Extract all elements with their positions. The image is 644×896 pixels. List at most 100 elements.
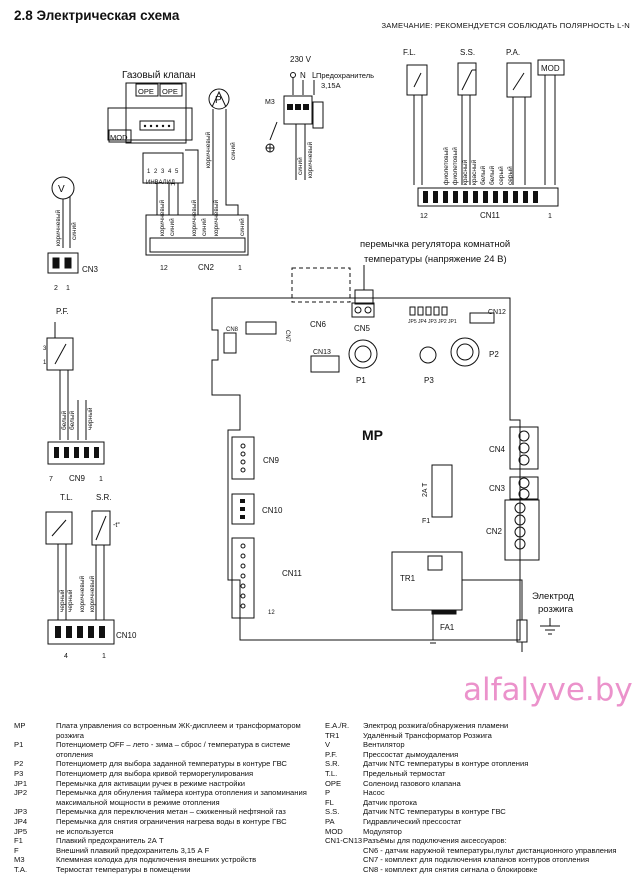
- cn10-board-label: CN10: [262, 506, 283, 515]
- fan-wire-blue: синий: [70, 222, 78, 240]
- legend-description: Вентилятор: [363, 740, 405, 750]
- cn6-label: CN6: [310, 320, 327, 329]
- legend-key: P1: [14, 740, 24, 750]
- inv-pin-4: 4: [168, 169, 172, 175]
- ope-box-1: [135, 83, 159, 97]
- watermark: alfalyve.by: [463, 672, 633, 708]
- legend-key: P: [325, 788, 331, 798]
- cn2-pin-1: 1: [238, 265, 242, 272]
- gas-valve-label: Газовый клапан: [122, 70, 196, 81]
- cn8-label: CN8: [226, 327, 239, 333]
- pf-pin-1: 1: [43, 360, 47, 366]
- mod-box-valve: [108, 129, 132, 143]
- legend-key: T.A.: [14, 864, 28, 874]
- cn11-wire-white-2: белый: [488, 165, 496, 185]
- legend-key: MP: [14, 721, 26, 730]
- tl-wire-black-2: черный: [66, 589, 74, 612]
- mod-label-valve: MOD: [110, 133, 128, 142]
- gas-valve: [125, 82, 187, 144]
- cn7-label: CN7: [284, 330, 290, 343]
- cn3-label: CN3: [82, 265, 99, 274]
- legend-key: S.S.: [325, 807, 340, 817]
- jumper-label-line1: перемычка регулятора комнатной: [360, 239, 510, 250]
- cn2-label: CN2: [198, 263, 215, 272]
- wiring-diagram: Газовый клапан OPE OPE MOD ИНВАЛИД 1 2 3…: [43, 48, 574, 660]
- cn2-wire-5: коричневый: [212, 200, 220, 236]
- cn11-wire-red-1: красный: [461, 159, 469, 185]
- inv-pin-2: 2: [154, 169, 158, 175]
- cn11-wire-violet-2: фиолетовый: [451, 147, 459, 185]
- cn11-wire-red-2: красный: [470, 159, 478, 185]
- legend-key: S.R.: [325, 759, 340, 769]
- legend-key: OPE: [325, 778, 342, 788]
- ope-box-2: [159, 83, 183, 97]
- ss-label: S.S.: [460, 48, 475, 57]
- legend-row: T.A. Термостат температуры в помещении: [14, 865, 310, 875]
- cn11-wire-grey-1: серый: [497, 166, 505, 185]
- legend-description: Предельный термостат: [363, 768, 446, 778]
- f1-label: F1: [422, 518, 430, 525]
- pump-symbol: [208, 88, 230, 110]
- legend-key: F: [14, 845, 19, 855]
- cn9-pin-7: 7: [49, 476, 53, 483]
- cn11-top-pin-1: 1: [548, 213, 552, 220]
- legend-description: Электрод розжига/обнаружения пламени: [363, 721, 509, 730]
- legend-description: Потенциометр OFF – лето - зима – сброс /…: [56, 740, 291, 759]
- p2-label: P2: [489, 350, 499, 359]
- cn13-label: CN13: [313, 349, 331, 356]
- cn11-top-label: CN11: [480, 211, 500, 220]
- potentiometer-p3[interactable]: [419, 346, 437, 364]
- power-wire-brown: коричневый: [306, 142, 314, 178]
- inv-connector: [142, 152, 184, 184]
- cn10-pin-4: 4: [64, 653, 68, 660]
- cn10-pin-1: 1: [102, 653, 106, 660]
- pump-wire-brown: коричневый: [204, 132, 212, 168]
- legend-key: F1: [14, 836, 23, 846]
- cn2-wire-6: синий: [238, 218, 246, 236]
- cn11-top-pin-12: 12: [420, 213, 428, 220]
- ntc-symbol-label: -t°: [113, 521, 120, 529]
- cn13-connector: [310, 355, 340, 373]
- potentiometer-p1[interactable]: [348, 339, 378, 369]
- power-wire-blue: синий: [296, 157, 304, 175]
- legend-key: JP4: [14, 816, 28, 826]
- inv-pin-3: 3: [161, 169, 165, 175]
- legend-description: Термостат температуры в помещении: [56, 864, 191, 874]
- cn9-connector: [47, 441, 105, 465]
- sr-label: S.R.: [96, 493, 112, 502]
- cn11-board-pin-12: 12: [268, 610, 275, 616]
- m3-terminal-block: [283, 95, 313, 125]
- fuse-2a-label: 2A T: [422, 482, 429, 497]
- legend-row: E.A./R.Электрод розжига/обнаружения плам…: [325, 721, 640, 731]
- legend-description: Прессостат дымоудаления: [363, 749, 459, 759]
- legend-key: MOD: [325, 826, 343, 836]
- potentiometer-p2[interactable]: [450, 337, 480, 367]
- flow-sensor: [406, 64, 428, 96]
- legend-description: Датчик NTC температуры в контуре отоплен…: [363, 759, 529, 769]
- cn6-connector: [291, 267, 351, 303]
- cn2-wire-3: коричневый: [190, 200, 198, 236]
- power-label: 230 V: [290, 55, 312, 64]
- legend-description: не используется: [56, 826, 114, 836]
- cn11-top-connector: [417, 187, 559, 207]
- main-board-outline: [211, 297, 521, 641]
- electrode-label-line1: Электрод: [532, 591, 574, 602]
- legend-description: Потенциометр для выбора кривой терморегу…: [56, 768, 254, 778]
- legend-description: Клеммная колодка для подключения внешних…: [56, 855, 257, 865]
- legend-key: PA: [325, 816, 335, 826]
- hydraulic-pressostat: [506, 62, 532, 98]
- fl-label: F.L.: [403, 48, 416, 57]
- legend-description: Перемычка для снятия ограничения нагрева…: [56, 816, 287, 826]
- jp-labels: JP5 JP4 JP3 JP2 JP1: [408, 319, 457, 325]
- cn2-wire-2: синий: [168, 218, 176, 236]
